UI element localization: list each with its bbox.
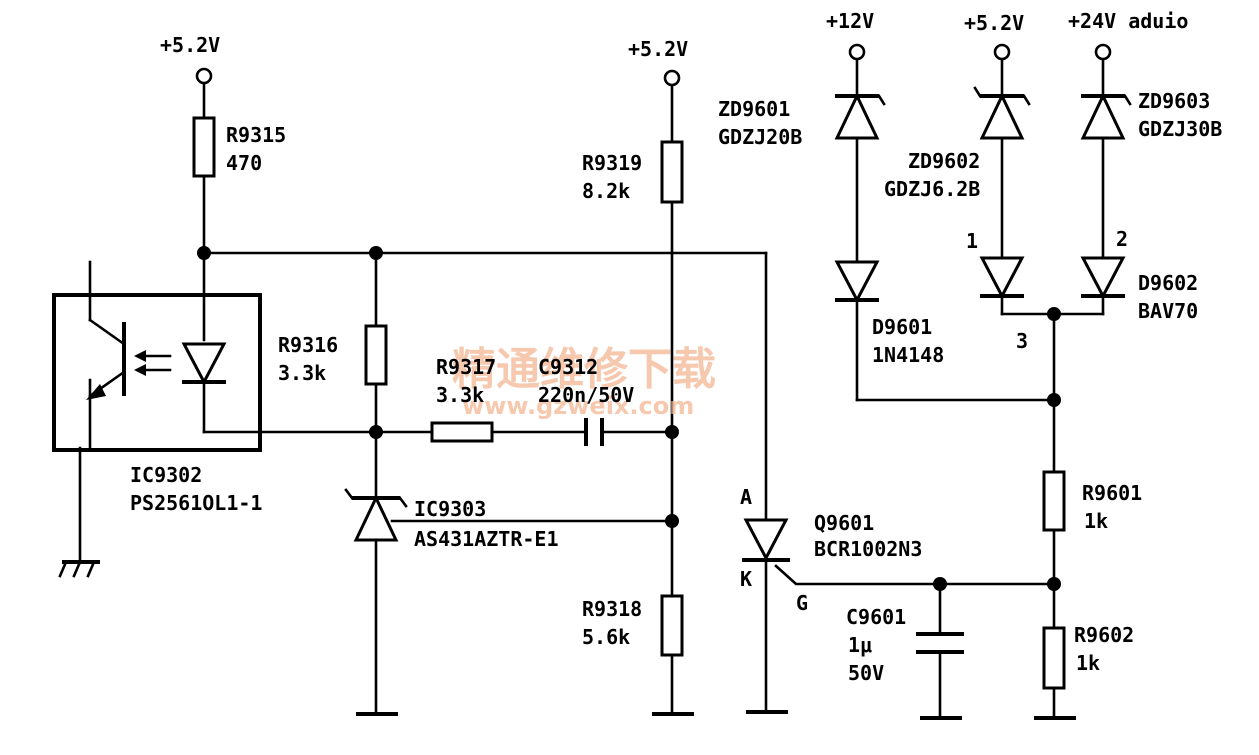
zd9603-name: ZD9603	[1138, 89, 1210, 113]
zener-diodes	[834, 86, 1132, 140]
zd9602-part: GDZJ6.2B	[884, 177, 980, 201]
optocoupler-ic9302	[52, 293, 262, 452]
zd9602-name: ZD9602	[908, 149, 980, 173]
capacitor-plates	[584, 418, 964, 654]
c9312-name: C9312	[538, 355, 598, 379]
d9601-part: 1N4148	[872, 343, 944, 367]
q9601-pin-a: A	[740, 485, 752, 509]
r9319-name: R9319	[582, 151, 642, 175]
d9601-name: D9601	[872, 315, 932, 339]
ic9303-part: AS431AZTR-E1	[414, 527, 559, 551]
supply-label-12v: +12V	[826, 9, 874, 33]
d9602-part: BAV70	[1138, 299, 1198, 323]
zd9601-part: GDZJ20B	[718, 125, 802, 149]
r9318-name: R9318	[582, 597, 642, 621]
q9601-pin-g: G	[796, 591, 808, 615]
watermark-url: www.gzweix.com	[462, 392, 694, 420]
thyristor-q9601	[742, 518, 790, 562]
d9602-pin-3: 3	[1016, 329, 1028, 353]
d9602-pin-1: 1	[966, 229, 978, 253]
shunt-regulator-ic9303	[344, 488, 408, 542]
ic9303-name: IC9303	[414, 497, 486, 521]
supply-terminals	[195, 43, 1112, 87]
junction-dots	[197, 246, 1061, 591]
wires	[78, 58, 1105, 718]
r9602-name: R9602	[1074, 623, 1134, 647]
watermark-cn: 精通维修下载	[452, 344, 716, 395]
d9602-name: D9602	[1138, 271, 1198, 295]
c9601-value: 1μ	[848, 633, 872, 657]
zd9603-part: GDZJ30B	[1138, 117, 1222, 141]
r9601-name: R9601	[1082, 481, 1142, 505]
r9319-value: 8.2k	[582, 179, 630, 203]
r9317-name: R9317	[436, 355, 496, 379]
c9312-value: 220n/50V	[538, 383, 634, 407]
resistor-bodies	[192, 116, 1066, 690]
r9315-value: 470	[226, 151, 262, 175]
watermark: 精通维修下载 www.gzweix.com	[452, 344, 716, 420]
zd9601-name: ZD9601	[718, 97, 790, 121]
r9316-name: R9316	[278, 333, 338, 357]
r9317-value: 3.3k	[436, 383, 484, 407]
q9601-pin-k: K	[740, 567, 752, 591]
supply-label-5v2-right: +5.2V	[964, 11, 1024, 35]
d9602-pin-2: 2	[1116, 227, 1128, 251]
q9601-part: BCR1002N3	[814, 537, 922, 561]
c9601-voltage: 50V	[848, 661, 884, 685]
ic9302-name: IC9302	[130, 463, 202, 487]
ic9302-part: PS2561OL1-1	[130, 491, 262, 515]
supply-label-24v: +24V aduio	[1068, 9, 1188, 33]
r9316-value: 3.3k	[278, 361, 326, 385]
labels: +5.2V +5.2V +12V +5.2V +24V aduio R9315 …	[130, 9, 1222, 685]
r9315-name: R9315	[226, 123, 286, 147]
ground-symbols	[58, 560, 1076, 720]
q9601-name: Q9601	[814, 511, 874, 535]
supply-label-5v2-mid: +5.2V	[628, 37, 688, 61]
supply-label-5v2-left: +5.2V	[160, 33, 220, 57]
signal-diodes	[834, 256, 1126, 304]
r9601-value: 1k	[1084, 509, 1108, 533]
r9318-value: 5.6k	[582, 625, 630, 649]
r9602-value: 1k	[1076, 651, 1100, 675]
c9601-name: C9601	[846, 605, 906, 629]
